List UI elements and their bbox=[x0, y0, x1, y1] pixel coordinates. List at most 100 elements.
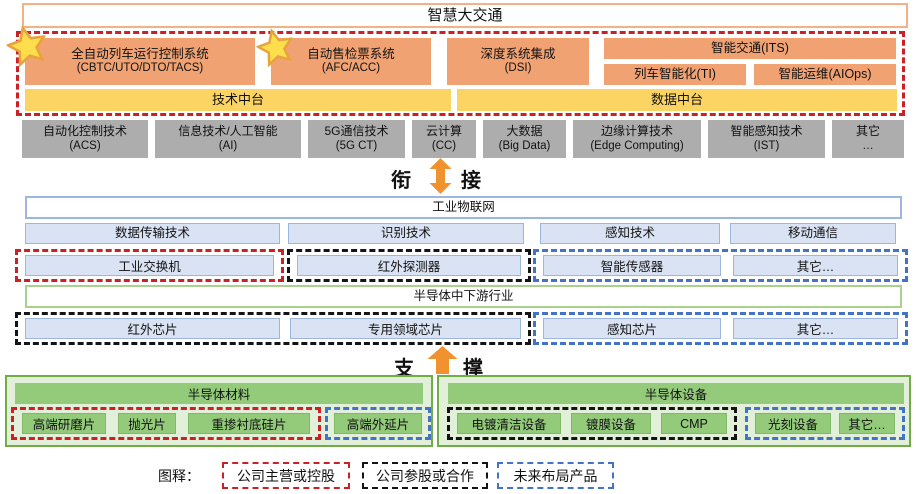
tech-code: (Big Data) bbox=[498, 140, 551, 153]
product-label: 红外探测器 bbox=[377, 260, 441, 274]
product-box-lithography: 光刻设备 bbox=[755, 413, 831, 434]
system-name: 列车智能化(TI) bbox=[634, 67, 716, 81]
tech-name: 大数据 bbox=[506, 124, 543, 139]
downstream-joint-venture-group: 红外芯片 专用领域芯片 bbox=[15, 312, 531, 345]
base-technology-row: 自动化控制技术 (ACS) 信息技术/人工智能 (AI) 5G通信技术 (5G … bbox=[22, 120, 906, 158]
core-systems-zone: 全自动列车运行控制系统 (CBTC/UTO/DTO/TACS) 自动售检票系统 … bbox=[16, 31, 905, 116]
star-icon bbox=[253, 24, 298, 69]
product-label: 智能传感器 bbox=[600, 260, 664, 274]
tech-box-ai: 信息技术/人工智能 (AI) bbox=[155, 120, 301, 158]
legend-text: 公司主营或控股 bbox=[237, 467, 335, 484]
equipment-panel-header: 半导体设备 bbox=[448, 383, 904, 404]
category-label: 数据传输技术 bbox=[114, 226, 190, 240]
tech-code: (AI) bbox=[218, 140, 238, 153]
tech-code: (ACS) bbox=[69, 140, 101, 153]
system-box-train-control: 全自动列车运行控制系统 (CBTC/UTO/DTO/TACS) bbox=[25, 38, 255, 85]
product-box-epitaxial-wafer: 高端外延片 bbox=[334, 413, 422, 434]
iiot-main-business-group: 工业交换机 bbox=[15, 249, 284, 282]
downstream-section-title: 半导体中下游行业 bbox=[413, 289, 514, 303]
tech-code: … bbox=[862, 140, 874, 153]
iiot-category-identification: 识别技术 bbox=[288, 223, 524, 244]
system-code: (CBTC/UTO/DTO/TACS) bbox=[76, 62, 204, 75]
semiconductor-materials-panel: 半导体材料 高端研磨片 抛光片 重掺衬底硅片 高端外延片 bbox=[5, 375, 433, 447]
product-box-cmp: CMP bbox=[661, 413, 727, 434]
materials-panel-header: 半导体材料 bbox=[15, 383, 423, 404]
tech-name: 边缘计算技术 bbox=[600, 124, 673, 139]
tech-box-cloud: 云计算 (CC) bbox=[412, 120, 476, 158]
support-label-right: 撑 bbox=[463, 358, 483, 380]
link-label-right: 接 bbox=[461, 170, 481, 192]
platform-box-technology: 技术中台 bbox=[25, 89, 451, 111]
tech-name: 信息技术/人工智能 bbox=[178, 124, 278, 139]
product-box-grinding-wafer: 高端研磨片 bbox=[22, 413, 106, 434]
tech-code: (5G CT) bbox=[335, 140, 378, 153]
platform-label: 数据中台 bbox=[650, 92, 703, 108]
product-box-downstream-other: 其它… bbox=[733, 318, 898, 339]
product-label: 镀膜设备 bbox=[585, 418, 636, 432]
tech-box-ist: 智能感知技术 (IST) bbox=[708, 120, 825, 158]
product-label: 电镀清洁设备 bbox=[471, 418, 547, 432]
iiot-section-header: 工业物联网 bbox=[25, 196, 902, 219]
legend-label: 图释： bbox=[158, 468, 200, 484]
product-box-plating-cleaning: 电镀清洁设备 bbox=[457, 413, 561, 434]
product-label: 其它… bbox=[796, 323, 835, 337]
product-label: 感知芯片 bbox=[606, 323, 657, 337]
product-label: 光刻设备 bbox=[767, 418, 818, 432]
iiot-joint-venture-group: 红外探测器 bbox=[287, 249, 531, 282]
equipment-joint-venture-group: 电镀清洁设备 镀膜设备 CMP bbox=[447, 407, 737, 440]
materials-future-products-group: 高端外延片 bbox=[325, 407, 431, 440]
product-box-coating: 镀膜设备 bbox=[571, 413, 651, 434]
diagram-title: 智慧大交通 bbox=[22, 3, 908, 28]
system-box-deep-integration: 深度系统集成 (DSI) bbox=[447, 38, 589, 85]
category-label: 感知技术 bbox=[604, 226, 655, 240]
legend-item-future-products: 未来布局产品 bbox=[497, 462, 614, 489]
system-name: 智能交通(ITS) bbox=[711, 41, 789, 55]
product-box-iiot-other: 其它… bbox=[733, 255, 898, 276]
product-box-doped-substrate: 重掺衬底硅片 bbox=[188, 413, 310, 434]
category-label: 识别技术 bbox=[380, 226, 431, 240]
system-name: 深度系统集成 bbox=[480, 47, 556, 62]
category-label: 移动通信 bbox=[787, 226, 838, 240]
tech-code: (Edge Computing) bbox=[590, 140, 684, 153]
product-box-smart-sensor: 智能传感器 bbox=[543, 255, 721, 276]
system-box-fare-collection: 自动售检票系统 (AFC/ACC) bbox=[271, 38, 431, 85]
tech-box-bigdata: 大数据 (Big Data) bbox=[483, 120, 566, 158]
iiot-future-products-group: 智能传感器 其它… bbox=[533, 249, 908, 282]
product-box-industrial-switch: 工业交换机 bbox=[25, 255, 274, 276]
iiot-category-data-transmission: 数据传输技术 bbox=[25, 223, 280, 244]
tech-name: 5G通信技术 bbox=[324, 124, 389, 139]
system-box-its: 智能交通(ITS) bbox=[604, 38, 896, 59]
product-box-equipment-other: 其它… bbox=[839, 413, 895, 434]
product-label: 红外芯片 bbox=[127, 323, 178, 337]
system-code: (DSI) bbox=[504, 62, 532, 75]
product-label: CMP bbox=[680, 416, 708, 431]
product-label: 工业交换机 bbox=[118, 260, 181, 274]
diagram-title-text: 智慧大交通 bbox=[427, 6, 503, 24]
product-box-ir-chip: 红外芯片 bbox=[25, 318, 280, 339]
product-label: 重掺衬底硅片 bbox=[211, 418, 287, 432]
panel-title: 半导体设备 bbox=[644, 388, 708, 402]
system-box-train-intelligence: 列车智能化(TI) bbox=[604, 64, 746, 85]
legend-text: 公司参股或合作 bbox=[376, 467, 474, 484]
iiot-section-title: 工业物联网 bbox=[432, 200, 495, 214]
tech-code: (IST) bbox=[753, 140, 780, 153]
legend-item-joint-venture: 公司参股或合作 bbox=[362, 462, 488, 489]
product-label: 专用领域芯片 bbox=[367, 323, 443, 337]
iiot-category-mobile-comm: 移动通信 bbox=[730, 223, 896, 244]
system-box-aiops: 智能运维(AIOps) bbox=[754, 64, 896, 85]
product-label: 其它… bbox=[848, 418, 886, 432]
product-label: 其它… bbox=[796, 260, 835, 274]
product-box-sensing-chip: 感知芯片 bbox=[543, 318, 721, 339]
tech-name: 云计算 bbox=[425, 124, 462, 139]
product-box-ir-detector: 红外探测器 bbox=[297, 255, 521, 276]
tech-name: 其它 bbox=[855, 124, 880, 139]
product-box-domain-chip: 专用领域芯片 bbox=[290, 318, 521, 339]
iiot-category-sensing: 感知技术 bbox=[540, 223, 720, 244]
product-label: 高端研磨片 bbox=[32, 418, 96, 432]
downstream-section-header: 半导体中下游行业 bbox=[25, 285, 902, 308]
product-label: 高端外延片 bbox=[346, 418, 410, 432]
tech-box-other: 其它 … bbox=[832, 120, 904, 158]
equipment-future-products-group: 光刻设备 其它… bbox=[745, 407, 905, 440]
system-group-its: 智能交通(ITS) 列车智能化(TI) 智能运维(AIOps) bbox=[604, 38, 896, 85]
